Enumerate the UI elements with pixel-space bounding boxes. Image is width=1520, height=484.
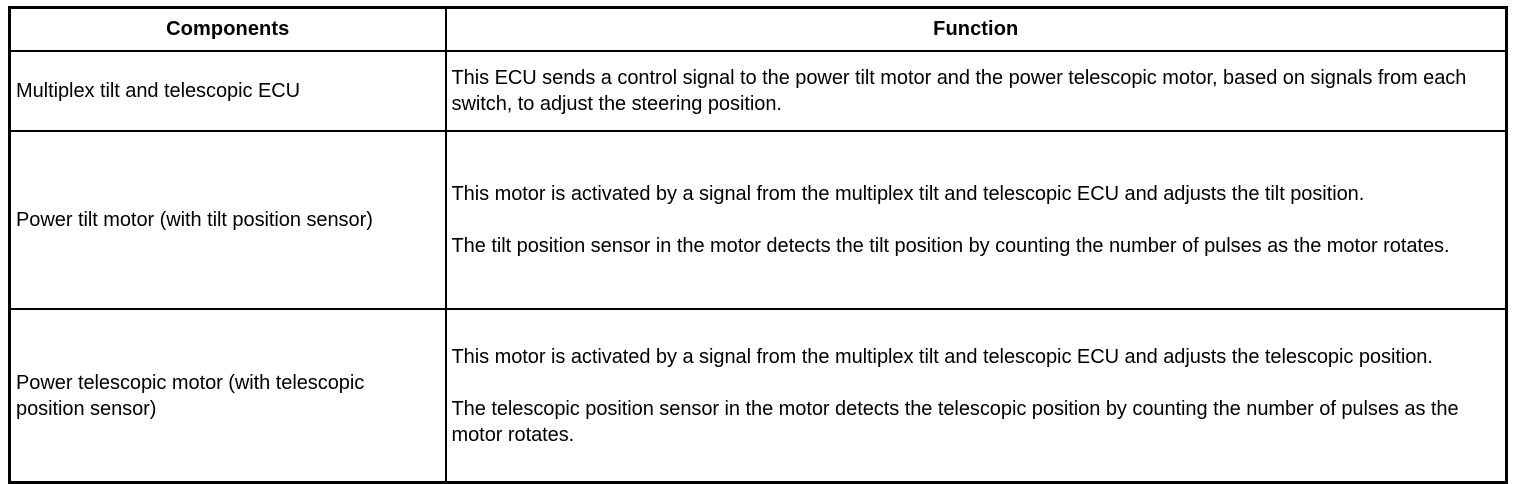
component-name-cell: Multiplex tilt and telescopic ECU	[8, 50, 447, 132]
table-row: Power tilt motor (with tilt position sen…	[8, 130, 1508, 310]
table-body: Multiplex tilt and telescopic ECU This E…	[8, 50, 1508, 484]
function-paragraph: This motor is activated by a signal from…	[451, 345, 1433, 368]
table-header: Components Function	[8, 6, 1508, 52]
function-description-cell: This ECU sends a control signal to the p…	[444, 50, 1508, 132]
page-canvas: Components Function Multiplex tilt and t…	[8, 6, 1508, 484]
component-name-cell: Power telescopic motor (with telescopic …	[8, 308, 447, 484]
component-name-cell: Power tilt motor (with tilt position sen…	[8, 130, 447, 310]
function-paragraph: The tilt position sensor in the motor de…	[451, 235, 1450, 257]
function-description-cell: This motor is activated by a signal from…	[444, 130, 1508, 310]
function-paragraph: The telescopic position sensor in the mo…	[451, 397, 1459, 446]
components-function-table: Components Function Multiplex tilt and t…	[8, 6, 1508, 484]
column-header-function: Function	[444, 6, 1508, 52]
table-row: Power telescopic motor (with telescopic …	[8, 308, 1508, 484]
function-paragraph: This ECU sends a control signal to the p…	[451, 67, 1467, 115]
function-paragraph: This motor is activated by a signal from…	[451, 183, 1365, 205]
column-header-components: Components	[8, 6, 447, 52]
table-row: Multiplex tilt and telescopic ECU This E…	[8, 50, 1508, 132]
function-description-cell: This motor is activated by a signal from…	[444, 308, 1508, 484]
table-header-row: Components Function	[8, 6, 1508, 52]
